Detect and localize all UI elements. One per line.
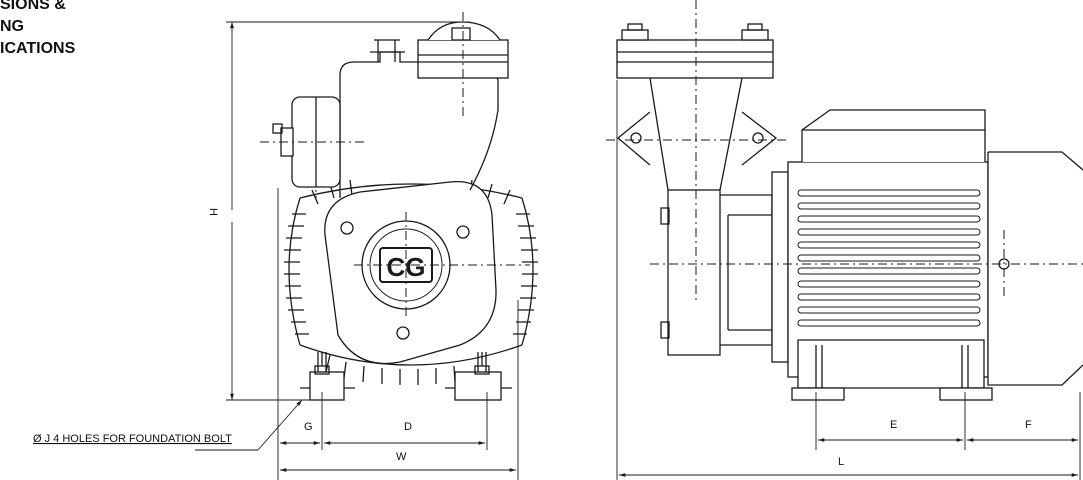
left-lug (616, 111, 651, 166)
cg-logo: CG (387, 252, 426, 282)
side-left-foot (791, 387, 845, 401)
cover-bolt (340, 221, 354, 235)
side-pump-body (667, 189, 721, 356)
motor-base (797, 339, 985, 389)
foot-bolts (314, 352, 490, 375)
foundation-bolt-note: Ø J 4 HOLES FOR FOUNDATION BOLT (33, 433, 232, 445)
terminal-box (801, 109, 986, 162)
dim-label-E: E (890, 419, 897, 431)
side-neck (649, 77, 743, 191)
dim-label-L: L (838, 456, 844, 468)
heading-line-1: SIONS & (0, 0, 66, 13)
dim-label-D: D (404, 421, 412, 433)
top-plug (370, 39, 405, 62)
heading-line-3: ICATIONS (0, 40, 76, 57)
dim-label-H: H (207, 208, 219, 216)
side-fins (797, 189, 981, 327)
fan-cover (987, 151, 1083, 386)
dim-label-F: F (1025, 419, 1032, 431)
front-view (272, 21, 538, 401)
side-right-foot (939, 387, 993, 401)
right-lug (741, 111, 778, 166)
cover-bolt (396, 326, 410, 340)
drawing-heading: SIONS & NG ICATIONS (0, 0, 75, 60)
motor-fins (284, 179, 538, 385)
foundation-leader (195, 399, 303, 451)
side-dimensions (616, 80, 1081, 480)
heading-line-2: NG (0, 18, 24, 35)
dim-label-W: W (396, 451, 407, 463)
cover-bolt (456, 225, 470, 239)
right-foot (454, 371, 502, 401)
front-centerlines (260, 12, 530, 320)
side-top-flange (616, 39, 774, 79)
side-view (616, 23, 1083, 401)
left-foot (309, 371, 345, 401)
side-centerlines (606, 0, 1083, 300)
dim-label-G: G (304, 421, 313, 433)
